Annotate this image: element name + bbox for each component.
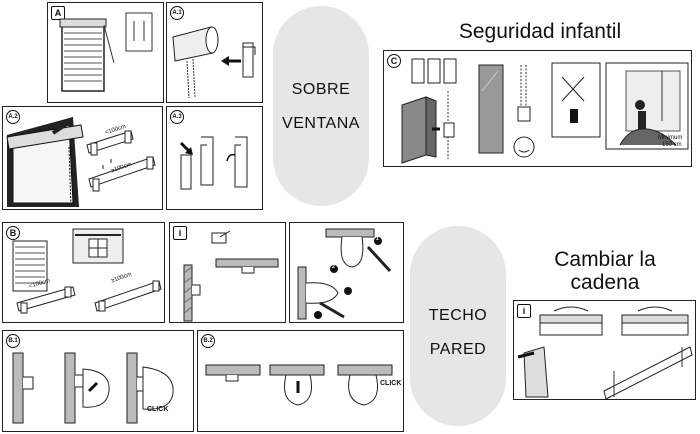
over-window-pill: SOBRE VENTANA [273, 6, 369, 206]
ceiling-wall-pill: TECHO PARED [410, 226, 506, 426]
over-window-line1: SOBRE [291, 81, 351, 98]
bracket-distance-illustration [6, 117, 156, 208]
change-chain-heading-1: Cambiar la [554, 248, 656, 271]
wall-ceiling-mount-illustration [183, 230, 279, 322]
step-a1-badge: A.1 [170, 6, 184, 20]
step-a1-panel: A.1 [166, 2, 263, 103]
minimum-value: 150 cm [662, 142, 682, 148]
step-a-panel: A [47, 2, 164, 103]
screwdriver-panel: 1 2 [289, 222, 404, 323]
step-a3-panel: A.3 [166, 106, 263, 210]
ceiling-label: TECHO [428, 307, 488, 324]
screwdriver-release-illustration [297, 228, 392, 320]
step-a3-badge: A.3 [170, 110, 184, 124]
click-label-b2: CLICK [380, 380, 402, 387]
bracket-attach-illustration [179, 136, 248, 190]
info-wall-panel: i [169, 222, 286, 323]
over-window-line2: VENTANA [282, 115, 360, 132]
step-c-badge: C [387, 54, 401, 68]
step-b1-badge: B.1 [6, 334, 20, 348]
change-chain-panel: i [513, 300, 696, 400]
step-a2-panel: A.2 <100cm ≥100cm [2, 106, 163, 210]
info-badge-1: i [173, 226, 187, 240]
step-b1-panel: B.1 CLICK [2, 330, 194, 432]
minimum-label: Minimum [658, 135, 683, 141]
step-b-panel: B <100cm ≥100cm [2, 222, 165, 323]
num-2-a: 2 [332, 264, 335, 270]
num-1-a: 1 [376, 236, 379, 242]
click-label-b1: CLICK [147, 406, 169, 413]
blind-front-illustration [59, 12, 153, 92]
ceiling-bracket-illustration [12, 228, 162, 314]
wall-click-illustration [12, 352, 174, 424]
bracket-insert-illustration [172, 26, 256, 99]
chain-change-illustration [517, 306, 693, 400]
step-a-badge: A [51, 6, 65, 20]
ceiling-click-illustration [205, 364, 393, 406]
change-chain-heading-2: cadena [570, 271, 640, 294]
step-b-badge: B [6, 226, 20, 240]
step-c-panel: C Minimum 150 cm [383, 50, 692, 167]
child-safety-illustrations [401, 58, 689, 164]
step-b2-badge: B.2 [201, 334, 215, 348]
step-a2-badge: A.2 [6, 110, 20, 124]
wall-label: PARED [429, 341, 487, 358]
info-badge-2: i [517, 304, 531, 318]
child-safety-heading: Seguridad infantil [458, 20, 622, 43]
step-b2-panel: B.2 CLICK [197, 330, 404, 432]
